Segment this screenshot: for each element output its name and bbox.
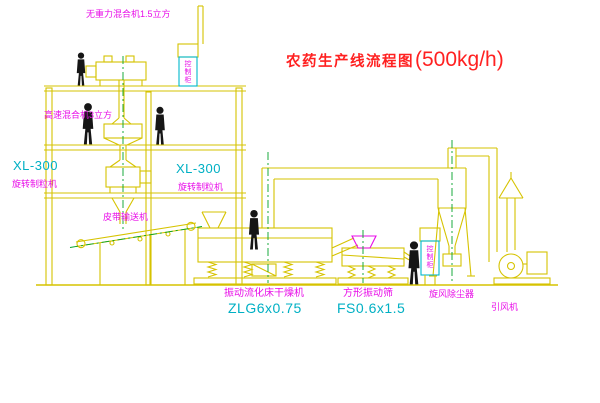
screen-inlet-hopper bbox=[351, 235, 377, 249]
label-high-speed-mixer: 高速混合机3立方 bbox=[44, 110, 113, 120]
label-granulator-right-model: XL-300 bbox=[176, 161, 221, 176]
label-control-panel-1: 控制柜 bbox=[184, 60, 191, 84]
worker-figure-dryer bbox=[248, 209, 260, 250]
label-control-panel-2: 控制柜 bbox=[426, 245, 433, 269]
worker-figure-screen bbox=[408, 241, 420, 285]
label-dryer-name: 振动流化床干燥机 bbox=[224, 288, 304, 299]
exhaust-duct bbox=[261, 167, 466, 228]
label-dryer-model: ZLG6x0.75 bbox=[228, 300, 302, 316]
exhaust-stack bbox=[498, 172, 524, 252]
feed-pipe bbox=[197, 5, 204, 44]
cyclone-dust-collector-drawing bbox=[429, 147, 498, 277]
label-screen-model: FS0.6x1.5 bbox=[337, 300, 406, 316]
title-capacity: (500kg/h) bbox=[415, 48, 504, 71]
title-text: 农药生产线流程图 bbox=[286, 54, 414, 70]
belt-conveyor-drawing bbox=[75, 221, 197, 285]
control-panel-2-box bbox=[419, 227, 441, 285]
label-granulator-left-model: XL-300 bbox=[13, 158, 58, 173]
gravity-free-mixer bbox=[85, 55, 147, 118]
label-top-mixer: 无重力混合机1.5立方 bbox=[86, 9, 171, 19]
label-granulator-right-name: 旋转制粒机 bbox=[178, 182, 224, 192]
label-screen-name: 方形振动筛 bbox=[343, 288, 393, 299]
centerlines bbox=[69, 56, 453, 283]
vibrating-screen-drawing bbox=[331, 237, 414, 285]
label-cyclone-name: 旋风除尘器 bbox=[429, 289, 475, 299]
label-belt-conveyor: 皮带输送机 bbox=[103, 212, 149, 222]
fluid-bed-dryer-drawing bbox=[193, 211, 337, 285]
worker-figure-level2-right bbox=[155, 106, 165, 145]
label-fan-name: 引风机 bbox=[491, 302, 519, 312]
label-granulator-left-name: 旋转制粒机 bbox=[12, 179, 58, 189]
control-panel-1-box bbox=[177, 43, 199, 87]
induced-draft-fan-drawing bbox=[493, 251, 551, 285]
worker-figure-roof bbox=[76, 52, 86, 86]
diagram-title: 农药生产线流程图 (500kg/h) bbox=[286, 48, 504, 72]
